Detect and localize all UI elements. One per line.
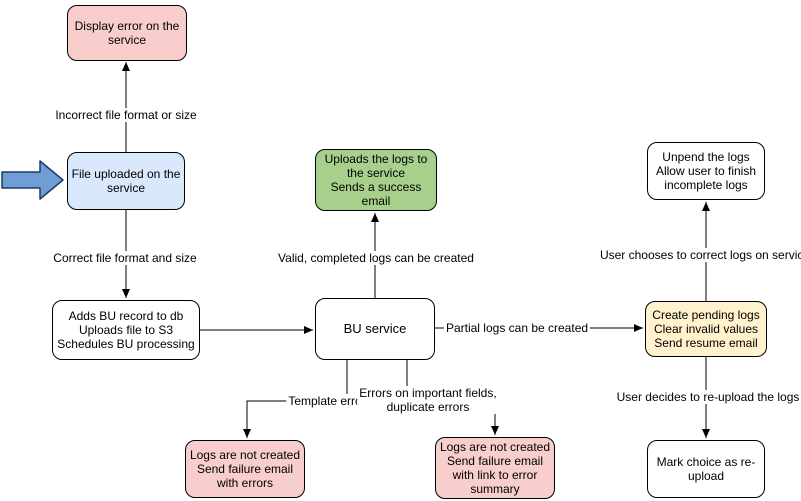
node-adds-bu-record: Adds BU record to db Uploads file to S3 …: [52, 300, 200, 360]
node-create-pending-logs: Create pending logs Clear invalid values…: [645, 301, 767, 357]
edge-label-incorrect-file: Incorrect file format or size: [53, 108, 199, 122]
node-uploads-logs-success: Uploads the logs to the service Sends a …: [315, 149, 437, 211]
node-logs-not-created-errors: Logs are not created Send failure email …: [185, 440, 305, 498]
edge-label-template-errors: Template errors: [286, 394, 374, 408]
node-logs-not-created-summary: Logs are not created Send failure email …: [435, 437, 555, 499]
edge-label-user-chooses-correct: User chooses to correct logs on service: [597, 248, 801, 262]
node-unpend-logs: Unpend the logs Allow user to finish inc…: [647, 142, 765, 200]
edge-label-user-decides-reupload: User decides to re-upload the logs: [614, 390, 801, 404]
edge-label-errors-important-fields: Errors on important fields, duplicate er…: [357, 386, 499, 414]
node-mark-choice-reupload: Mark choice as re- upload: [647, 440, 765, 498]
edge-label-partial-logs: Partial logs can be created: [443, 321, 591, 335]
edge-label-valid-completed: Valid, completed logs can be created: [276, 251, 476, 265]
node-bu-service: BU service: [315, 298, 435, 360]
entry-arrow-icon: [1, 160, 64, 200]
node-display-error: Display error on the service: [67, 5, 187, 61]
node-file-uploaded: File uploaded on the service: [67, 152, 185, 210]
edge-label-correct-file: Correct file format and size: [51, 251, 199, 265]
